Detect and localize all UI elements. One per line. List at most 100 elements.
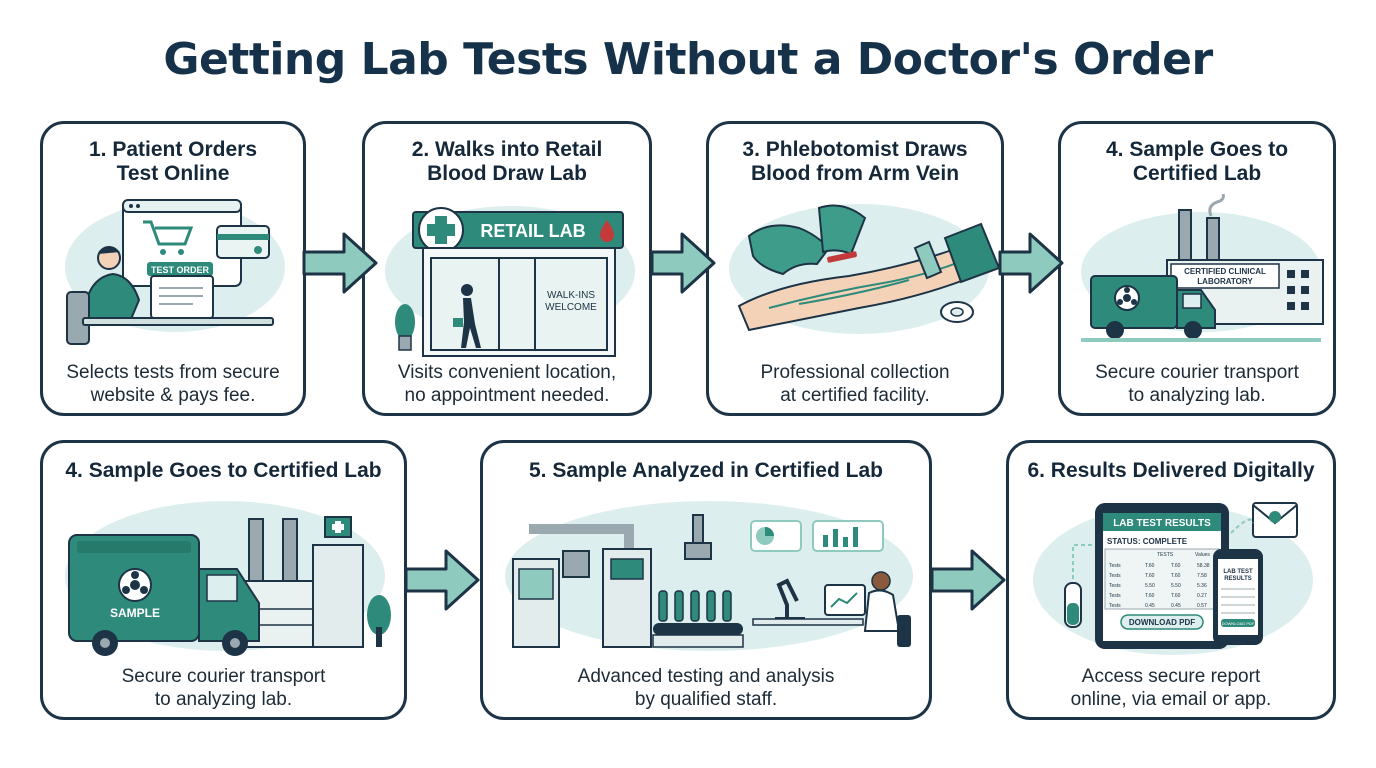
step-description-4-detail: Secure courier transport to analyzing la…: [121, 666, 326, 710]
person-icon: [66, 246, 141, 345]
svg-text:SAMPLE: SAMPLE: [110, 606, 160, 620]
step-title-2: 2. Walks into Retail Blood Draw Lab: [411, 138, 603, 185]
blood-draw-illustration: [737, 204, 1001, 332]
svg-text:RETAIL LAB: RETAIL LAB: [480, 221, 585, 241]
svg-text:Values: Values: [1195, 552, 1210, 558]
svg-text:T.60: T.60: [1171, 573, 1181, 579]
step-description-4: Secure courier transport to analyzing la…: [1095, 362, 1299, 406]
svg-text:T.60: T.60: [1171, 563, 1181, 569]
gloved-hand-icon: [747, 204, 867, 276]
plant-icon: [395, 304, 415, 351]
tourniquet-icon: [913, 240, 943, 280]
microscope-icon: [775, 578, 805, 621]
svg-text:5.50: 5.50: [1171, 583, 1181, 589]
step-card-4-detail: 4. Sample Goes to Certified Lab SAMPLE: [40, 440, 407, 720]
truck-icon: SAMPLE: [68, 534, 260, 656]
svg-text:CERTIFIED CLINICAL: CERTIFIED CLINICAL: [1184, 267, 1266, 276]
test-order-button: TEST ORDER: [147, 262, 213, 276]
courier-lab-illustration: CERTIFIED CLINICAL LABORATORY: [1081, 194, 1324, 342]
svg-text:DOWNLOAD PDF: DOWNLOAD PDF: [1222, 621, 1255, 626]
svg-text:Tests: Tests: [1109, 573, 1121, 579]
svg-text:Tests: Tests: [1109, 593, 1121, 599]
blood-drop-icon: [600, 220, 614, 242]
store-sign: RETAIL LAB: [412, 211, 624, 249]
phone-icon: LAB TEST RESULTS DOWNLOAD PDF: [1213, 549, 1263, 645]
flow-arrow-3-4: [998, 232, 1064, 294]
svg-text:Tests: Tests: [1109, 563, 1121, 569]
online-order-illustration: TEST ORDER: [66, 199, 274, 345]
svg-text:7.58: 7.58: [1197, 573, 1207, 579]
test-tube-icon: [1064, 544, 1095, 628]
step-title-4: 4. Sample Goes to Certified Lab: [1105, 138, 1289, 185]
svg-text:LABORATORY: LABORATORY: [1197, 277, 1253, 286]
step-card-5: 5. Sample Analyzed in Certified Lab: [480, 440, 932, 720]
factory-icon: [234, 516, 364, 648]
laptop-icon: [82, 275, 274, 326]
svg-text:0.45: 0.45: [1145, 603, 1155, 609]
svg-text:WALK-INS: WALK-INS: [547, 290, 595, 301]
storefront: WALK-INS WELCOME: [422, 247, 616, 357]
shopping-cart-icon: [143, 220, 194, 255]
svg-text:0.45: 0.45: [1171, 603, 1181, 609]
bar-chart-icon: [812, 520, 884, 552]
svg-text:0.57: 0.57: [1197, 603, 1207, 609]
digital-results-illustration: LAB TEST RESULTS STATUS: COMPLETE TESTS …: [1064, 502, 1298, 649]
step-card-4: 4. Sample Goes to Certified Lab CERTIFIE…: [1058, 121, 1336, 416]
svg-text:Tests: Tests: [1109, 603, 1121, 609]
step-title-6: 6. Results Delivered Digitally: [1027, 459, 1315, 482]
scientist-icon: [824, 571, 911, 647]
step-description-6: Access secure report online, via email o…: [1070, 666, 1272, 710]
biohazard-icon: [118, 568, 152, 602]
at-sign-icon: [1269, 511, 1281, 523]
step-description-3: Professional collection at certified fac…: [760, 362, 950, 406]
tablet-icon: LAB TEST RESULTS STATUS: COMPLETE TESTS …: [1095, 503, 1229, 649]
svg-text:T.60: T.60: [1145, 593, 1155, 599]
svg-text:58.38: 58.38: [1197, 563, 1210, 569]
biohazard-icon: [1114, 285, 1140, 311]
svg-text:DOWNLOAD PDF: DOWNLOAD PDF: [1129, 618, 1195, 627]
svg-text:5.50: 5.50: [1145, 583, 1155, 589]
svg-text:TEST ORDER: TEST ORDER: [151, 265, 210, 275]
conveyor-belt: [652, 623, 744, 648]
step-card-3: 3. Phlebotomist Draws Blood from Arm Vei…: [706, 121, 1004, 416]
flow-arrow-4-5: [404, 549, 480, 611]
svg-text:LAB TEST: LAB TEST: [1223, 569, 1253, 575]
step-title-1: 1. Patient Orders Test Online: [88, 138, 258, 185]
svg-text:Tests: Tests: [1109, 583, 1121, 589]
robotic-arm-icon: [512, 514, 712, 648]
courier-truck-illustration: SAMPLE: [68, 516, 391, 656]
svg-text:RESULTS: RESULTS: [1224, 576, 1252, 582]
step-title-4-detail: 4. Sample Goes to Certified Lab: [65, 459, 382, 482]
step-description-2: Visits convenient location, no appointme…: [397, 362, 617, 406]
page-title: Getting Lab Tests Without a Doctor's Ord…: [163, 34, 1213, 85]
flow-arrow-5-6: [930, 549, 1006, 611]
step-card-1: 1. Patient Orders Test Online TEST ORDER: [40, 121, 306, 416]
step-description-5: Advanced testing and analysis by qualifi…: [577, 666, 835, 710]
retail-lab-illustration: RETAIL LAB WALK-INS WELCOME: [395, 207, 624, 357]
svg-text:WELCOME: WELCOME: [545, 302, 597, 313]
email-icon: [1252, 502, 1298, 538]
svg-text:5.36: 5.36: [1197, 583, 1207, 589]
svg-text:T.60: T.60: [1145, 563, 1155, 569]
tree-icon: [367, 595, 391, 647]
tape-roll-icon: [940, 301, 974, 323]
svg-text:0.27: 0.27: [1197, 593, 1207, 599]
step-card-2: 2. Walks into Retail Blood Draw Lab RETA…: [362, 121, 652, 416]
svg-text:T.60: T.60: [1171, 593, 1181, 599]
svg-text:T.60: T.60: [1145, 573, 1155, 579]
pie-chart-icon: [750, 520, 802, 552]
test-tubes-icon: [658, 590, 732, 622]
flow-arrow-1-2: [302, 232, 378, 294]
step-title-5: 5. Sample Analyzed in Certified Lab: [529, 459, 883, 482]
step-description-1: Selects tests from secure website & pays…: [66, 362, 280, 406]
walking-person-icon: [453, 284, 481, 348]
step-title-3: 3. Phlebotomist Draws Blood from Arm Vei…: [742, 138, 968, 185]
step-card-6: 6. Results Delivered Digitally LAB TEST …: [1006, 440, 1336, 720]
flow-arrow-2-3: [650, 232, 716, 294]
credit-card-icon: [216, 225, 270, 259]
lab-analysis-illustration: [512, 514, 911, 648]
medical-cross-icon: [418, 207, 464, 253]
svg-text:STATUS: COMPLETE: STATUS: COMPLETE: [1107, 537, 1188, 546]
svg-text:TESTS: TESTS: [1157, 552, 1174, 558]
